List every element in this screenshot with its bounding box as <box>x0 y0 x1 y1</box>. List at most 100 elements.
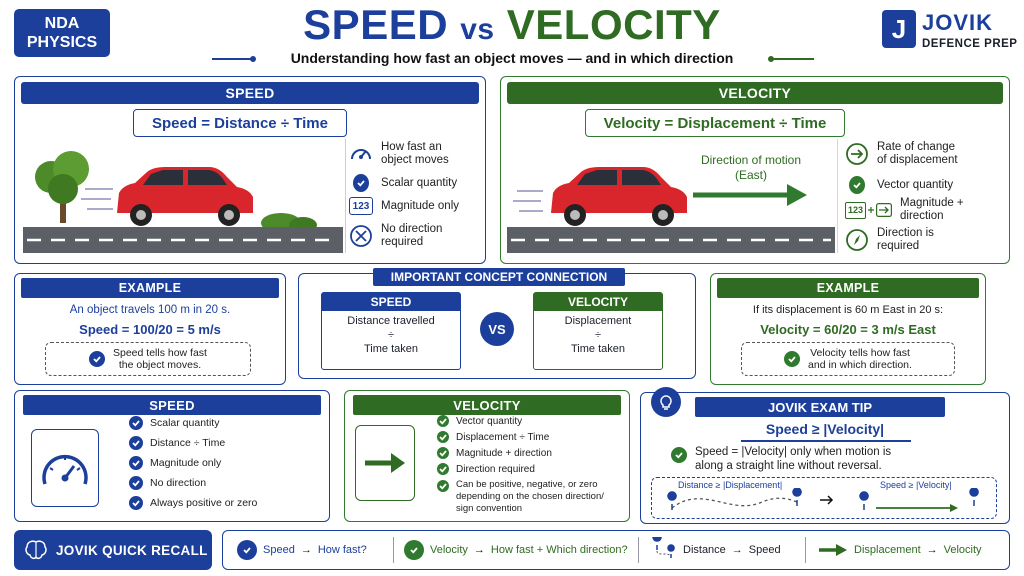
brain-icon <box>25 540 47 560</box>
recall-displacement-b: Velocity <box>943 544 982 556</box>
speed-summary-card: SPEED Scalar quantity Distance ÷ Time Ma… <box>14 390 330 522</box>
speed-feature-scalar: Scalar quantity <box>349 171 457 195</box>
direction-line2: (East) <box>734 168 767 182</box>
concept-velocity-top: Displacement <box>564 315 632 327</box>
velocity-summary-last-l2: depending on the chosen direction/ <box>456 491 604 502</box>
speed-feature-4-l2: required <box>381 236 424 248</box>
vs-badge: VS <box>480 312 514 346</box>
velocity-summary-item-2: Displacement ÷ Time <box>456 431 550 443</box>
compass-icon <box>845 228 869 252</box>
speed-example-title: EXAMPLE <box>21 278 279 298</box>
direction-line1: Direction of motion <box>700 153 802 167</box>
concept-speed-title: SPEED <box>322 293 460 311</box>
speed-feature-4-l1: No direction <box>381 223 443 235</box>
speed-summary-item-3: Magnitude only <box>150 457 222 469</box>
exam-tip-l1: Speed = |Velocity| only when motion is <box>695 446 892 458</box>
exam-tip-l2: along a straight line without reversal. <box>695 460 882 472</box>
speed-velocity-label: Speed ≥ |Velocity| <box>880 480 952 490</box>
subtitle-dot-right <box>768 56 774 62</box>
check-icon <box>349 171 373 195</box>
recall-divider <box>638 537 639 563</box>
recall-velocity-a: Velocity <box>430 544 468 556</box>
velocity-feature-3-l2: direction <box>900 210 944 222</box>
speed-example-calc: Speed = 100/20 = 5 m/s <box>79 322 221 337</box>
velocity-feature-4-l2: required <box>877 240 920 252</box>
arrow-right-icon <box>365 453 405 473</box>
speed-summary-item-1: Scalar quantity <box>150 417 220 429</box>
recall-arrow-2: → <box>473 544 485 556</box>
speed-feature-1-l1: How fast an <box>381 141 442 153</box>
brand-sub: DEFENCE PREP <box>922 38 1018 50</box>
exam-tip-card: JOVIK EXAM TIP Speed ≥ |Velocity| Speed … <box>640 387 1010 524</box>
velocity-summary-last-l3: sign convention <box>456 503 523 514</box>
concept-velocity-box: VELOCITY Displacement ÷ Time taken <box>533 292 663 370</box>
bulb-icon <box>651 387 681 417</box>
number-arrow-icon: 123 <box>845 201 893 219</box>
check-icon <box>129 436 143 450</box>
check-icon <box>89 351 105 367</box>
velocity-example-calc: Velocity = 60/20 = 3 m/s East <box>760 322 936 337</box>
concept-card: IMPORTANT CONCEPT CONNECTION SPEED Dista… <box>298 268 696 379</box>
velocity-scene <box>507 167 835 253</box>
number-123-icon: 123 <box>349 197 373 215</box>
list-item: Magnitude + direction <box>437 445 604 461</box>
recall-divider <box>393 537 394 563</box>
recall-velocity: Velocity → How fast + Which direction? <box>394 540 638 560</box>
direction-label: Direction of motion (East) <box>681 153 821 183</box>
speed-summary-item-4: No direction <box>150 477 207 489</box>
velocity-example-line: If its displacement is 60 m East in 20 s… <box>752 304 944 316</box>
concept-velocity-bottom: Time taken <box>570 343 625 355</box>
check-icon <box>784 351 801 367</box>
recall-divider <box>805 537 806 563</box>
velocity-summary-item-4: Direction required <box>456 463 535 475</box>
path-diagram <box>667 488 979 512</box>
quick-recall-badge: JOVIK QUICK RECALL <box>14 530 212 570</box>
speed-feature-2: Scalar quantity <box>381 176 458 189</box>
title-vs: vs <box>460 13 495 46</box>
velocity-panel-title: VELOCITY <box>507 82 1003 104</box>
badge-line2: PHYSICS <box>26 34 98 51</box>
speed-example-card: EXAMPLE An object travels 100 m in 20 s.… <box>14 273 286 385</box>
recall-velocity-b: How fast + Which direction? <box>490 544 628 556</box>
speed-example-line: An object travels 100 m in 20 s. <box>69 304 231 316</box>
subtitle: Understanding how fast an object moves —… <box>290 50 734 66</box>
recall-arrow-4: → <box>926 544 938 556</box>
distance-label: Distance ≥ |Displacement| <box>678 480 783 490</box>
list-item: Direction required <box>437 461 604 477</box>
check-icon <box>671 447 687 463</box>
speed-summary-item-2: Distance ÷ Time <box>150 437 226 449</box>
velocity-formula: Velocity = Displacement ÷ Time <box>585 109 845 137</box>
list-item: Always positive or zero <box>129 493 257 513</box>
velocity-panel: VELOCITY Velocity = Displacement ÷ Time … <box>500 76 1010 264</box>
speed-panel-title: SPEED <box>21 82 479 104</box>
concept-speed-top: Distance travelled <box>347 315 435 327</box>
recall-distance: Distance → Speed <box>639 537 805 563</box>
check-icon <box>237 540 257 560</box>
check-icon <box>437 480 449 492</box>
check-icon <box>437 447 449 459</box>
recall-displacement-a: Displacement <box>854 544 921 556</box>
speed-scene <box>23 151 343 253</box>
velocity-summary-item-1: Vector quantity <box>456 415 523 427</box>
velocity-summary-item-3: Magnitude + direction <box>456 447 552 459</box>
list-item: No direction <box>129 473 257 493</box>
list-item: Displacement ÷ Time <box>437 429 604 445</box>
speed-feature-3: Magnitude only <box>381 199 459 212</box>
list-item: Vector quantity <box>437 413 604 429</box>
subtitle-rule-right <box>772 58 814 60</box>
velocity-feature-1-l1: Rate of change <box>877 141 956 153</box>
exam-tip-text: Speed = |Velocity| only when motion is al… <box>671 445 981 473</box>
velocity-note-l2: and in which direction. <box>808 359 912 371</box>
check-icon <box>437 463 449 475</box>
recall-distance-a: Distance <box>683 544 726 556</box>
subtitle-rule-left <box>212 58 252 60</box>
velocity-feature-1-l2: of displacement <box>877 154 958 166</box>
exam-tip-diagram: Distance ≥ |Displacement| Speed ≥ |Veloc… <box>651 477 997 519</box>
velocity-feature-magnitude-direction: 123 Magnitude +direction <box>845 197 964 223</box>
check-icon <box>129 496 143 510</box>
